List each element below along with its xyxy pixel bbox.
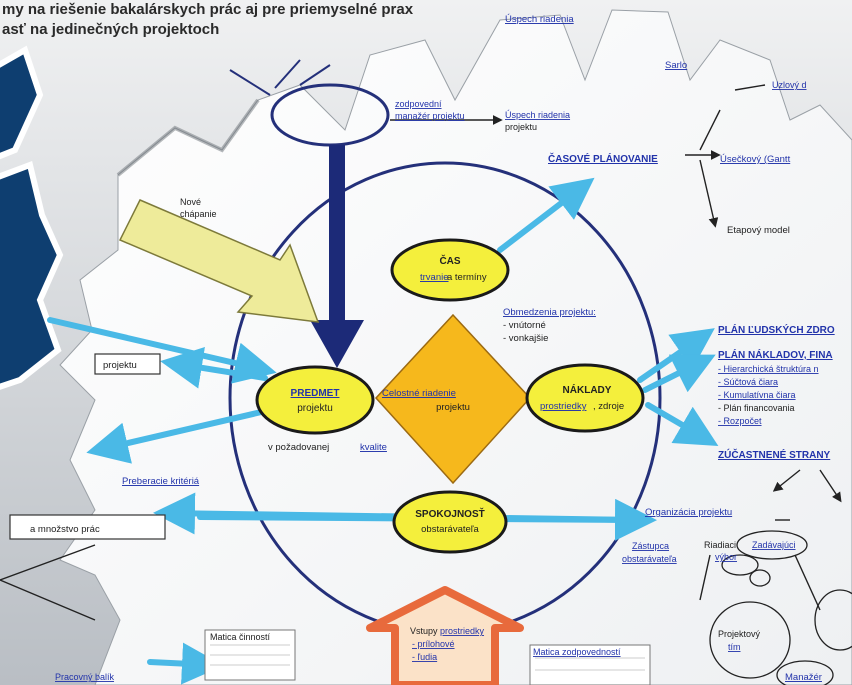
obmedzenia-title: Obmedzenia projektu: — [503, 307, 596, 318]
org-circles — [709, 530, 852, 685]
cas-node — [390, 238, 510, 302]
riadiaci: Riadiaci — [704, 540, 736, 550]
cas-title: ČAS — [439, 254, 460, 267]
usekovy-model: Úsečkový (Gantt — [720, 154, 791, 165]
projektu-left: projektu — [103, 360, 137, 371]
predmet-node — [255, 365, 375, 435]
zodpovedni-2: manažér projektu — [395, 111, 465, 121]
zastupca-2: obstarávateľa — [622, 554, 677, 564]
header-line-2: asť na jedinečných projektoch — [2, 21, 220, 38]
navy-gear-tooth-icon — [0, 160, 64, 390]
pracovny-balik: Pracovný balík — [55, 672, 115, 682]
zadavajuci: Zadávajúci — [752, 540, 796, 550]
center-diamond — [374, 313, 532, 485]
naklady-item-4: - Plán financovania — [718, 403, 795, 413]
projektovy-tim-2: tím — [728, 642, 741, 652]
naklady-item-2: - Súčtová čiara — [718, 377, 778, 387]
plan-nakladov: PLÁN NÁKLADOV, FINA — [718, 348, 833, 361]
kvalita-link: kvalite — [360, 442, 387, 453]
sarlo: Sarlo — [665, 60, 687, 71]
vstupy-3: - prílohové — [412, 639, 455, 649]
spokojnost-title: SPOKOJNOSŤ — [415, 507, 484, 520]
spokojnost-node — [392, 490, 508, 554]
matica-zodpovednosti: Matica zodpovedností — [533, 647, 621, 657]
zodpovedni-1: zodpovední — [395, 99, 442, 109]
mnozstvo-box — [9, 514, 166, 540]
uspech-top: Úspech riadenia — [505, 14, 574, 25]
naklady-item-1: - Hierarchická štruktúra n — [718, 364, 819, 374]
uspech-right-2: projektu — [505, 122, 537, 132]
vstupy-2: prostriedky — [440, 626, 485, 636]
dark-arrow-head — [310, 320, 364, 368]
diagram-text: Celostné riadenie projektu ČAS trvanie a… — [30, 14, 835, 683]
naklady-node — [525, 363, 645, 433]
vstupy-1: Vstupy — [410, 626, 438, 636]
uspech-right-1: Úspech riadenia — [505, 110, 570, 120]
naklady-item-5: - Rozpočet — [718, 416, 762, 426]
center-label-1: Celostné riadenie — [382, 388, 456, 399]
nove-1: Nové — [180, 197, 201, 207]
obmedzenia-1: - vnútorné — [503, 320, 546, 331]
naklady-title: NÁKLADY — [563, 383, 612, 396]
predmet-sub: projektu — [297, 403, 333, 414]
organizacia-projektu: Organizácia projektu — [645, 507, 732, 518]
plan-ludskych: PLÁN ĽUDSKÝCH ZDRO — [718, 323, 835, 336]
matica-zodpovednosti-box — [529, 644, 651, 685]
cas-rest: a termíny — [447, 272, 487, 283]
center-label-2: projektu — [436, 402, 470, 413]
naklady-link: prostriedky — [540, 401, 587, 412]
vstupy-4: - ľudia — [412, 652, 437, 662]
naklady-rest: , zdroje — [593, 401, 624, 412]
zastupca-1: Zástupca — [632, 541, 669, 551]
zucastnene-strany: ZÚČASTNENÉ STRANY — [718, 448, 831, 461]
mnozstvo-prac: a množstvo prác — [30, 524, 100, 535]
predmet-title: PREDMET — [291, 388, 340, 399]
cas-link: trvanie — [420, 272, 449, 283]
uzlovy: Uzlový d — [772, 80, 807, 90]
dark-arrow-shaft — [329, 145, 345, 330]
inputs-arrow — [366, 586, 524, 685]
projektovy-tim-1: Projektový — [718, 629, 761, 639]
navy-gear-icon — [0, 45, 44, 160]
header-line-1: my na riešenie bakalárskych prác aj pre … — [2, 1, 414, 18]
preberacie-kriteria: Preberacie kritériá — [122, 476, 200, 487]
naklady-item-3: - Kumulatívna čiara — [718, 390, 796, 400]
vybor: výbor — [715, 552, 737, 562]
new-understanding-arrow — [118, 199, 320, 323]
kvalita-text: v požadovanej — [268, 442, 329, 453]
spokojnost-sub: obstarávateľa — [421, 524, 479, 535]
manazer: Manažér — [785, 672, 822, 683]
casove-planovanie: ČASOVÉ PLÁNOVANIE — [548, 152, 658, 165]
obmedzenia-2: - vonkajšie — [503, 333, 548, 344]
header-text: my na riešenie bakalárskych prác aj pre … — [0, 0, 462, 40]
matrix-grid — [210, 644, 645, 671]
projektu-box — [94, 353, 161, 375]
etapovy-model: Etapový model — [727, 225, 790, 236]
matica-cinnosti: Matica činností — [210, 632, 271, 642]
nove-2: chápanie — [180, 209, 217, 219]
